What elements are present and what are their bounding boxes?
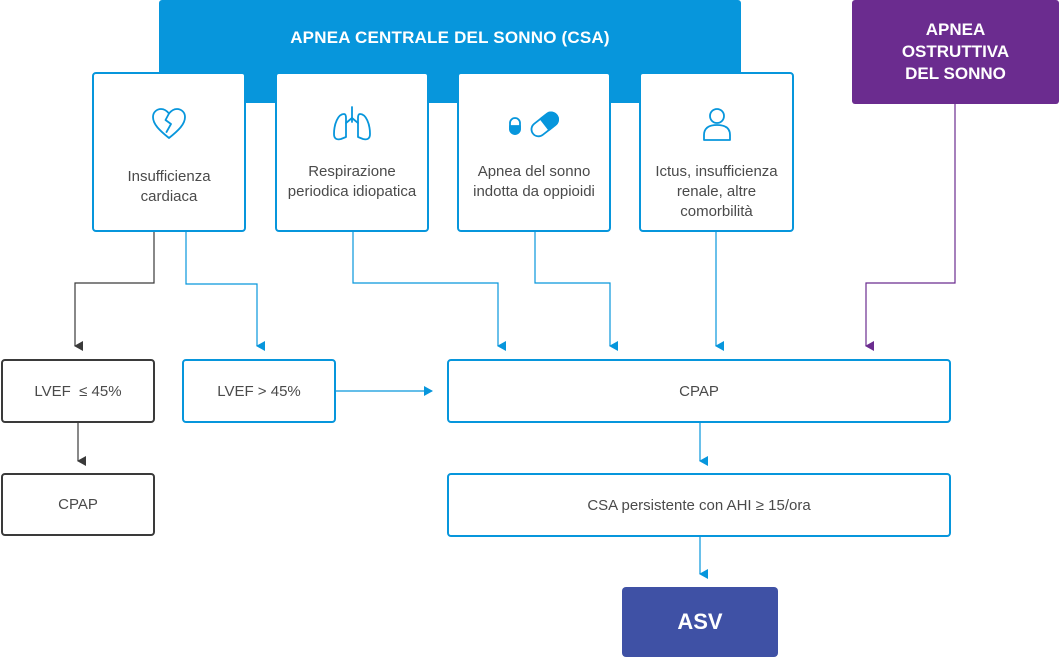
- lvef-low-label: LVEF ≤ 45%: [34, 382, 122, 400]
- asv-node: ASV: [622, 587, 778, 657]
- cause-label: Respirazione periodica idiopatica: [287, 163, 417, 200]
- cause-box-idiopathic: Respirazione periodica idiopatica: [275, 72, 429, 232]
- osa-title: APNEA OSTRUTTIVA DEL SONNO: [901, 20, 1010, 83]
- pills-icon: [459, 104, 609, 144]
- arrow-hf-to-lvef-high: [185, 232, 265, 351]
- cpap-left-label: CPAP: [58, 496, 98, 513]
- cpap-main-node: CPAP: [447, 359, 951, 423]
- csa-persistent-label: CSA persistente con AHI ≥ 15/ora: [587, 496, 811, 514]
- cause-box-heart-failure: Insufficienza cardiaca: [92, 72, 246, 232]
- arrow-hf-to-lvef-low: [74, 232, 155, 351]
- lvef-high-label: LVEF > 45%: [217, 382, 301, 400]
- lvef-high-node: LVEF > 45%: [182, 359, 336, 423]
- csa-title: APNEA CENTRALE DEL SONNO (CSA): [290, 28, 610, 47]
- cause-box-comorbidities: Ictus, insufficienza renale, altre comor…: [639, 72, 794, 232]
- cause-label: Ictus, insufficienza renale, altre comor…: [655, 163, 778, 220]
- cpap-main-label: CPAP: [679, 382, 719, 400]
- csa-persistent-node: CSA persistente con AHI ≥ 15/ora: [447, 473, 951, 537]
- person-icon: [641, 104, 792, 144]
- cause-label: Apnea del sonno indotta da oppioidi: [473, 163, 595, 200]
- cause-label: Insufficienza cardiaca: [127, 168, 211, 205]
- cpap-left-node: CPAP: [1, 473, 155, 536]
- cause-box-opioid: Apnea del sonno indotta da oppioidi: [457, 72, 611, 232]
- asv-label: ASV: [677, 609, 723, 634]
- arrow-osa-to-cpap: [865, 104, 956, 351]
- arrow-opioid-to-cpap: [534, 232, 618, 351]
- lungs-icon: [277, 104, 427, 144]
- arrow-idiopathic-to-cpap: [352, 232, 506, 351]
- lvef-low-node: LVEF ≤ 45%: [1, 359, 155, 423]
- broken-heart-icon: [94, 104, 244, 144]
- osa-header-box: APNEA OSTRUTTIVA DEL SONNO: [852, 0, 1059, 104]
